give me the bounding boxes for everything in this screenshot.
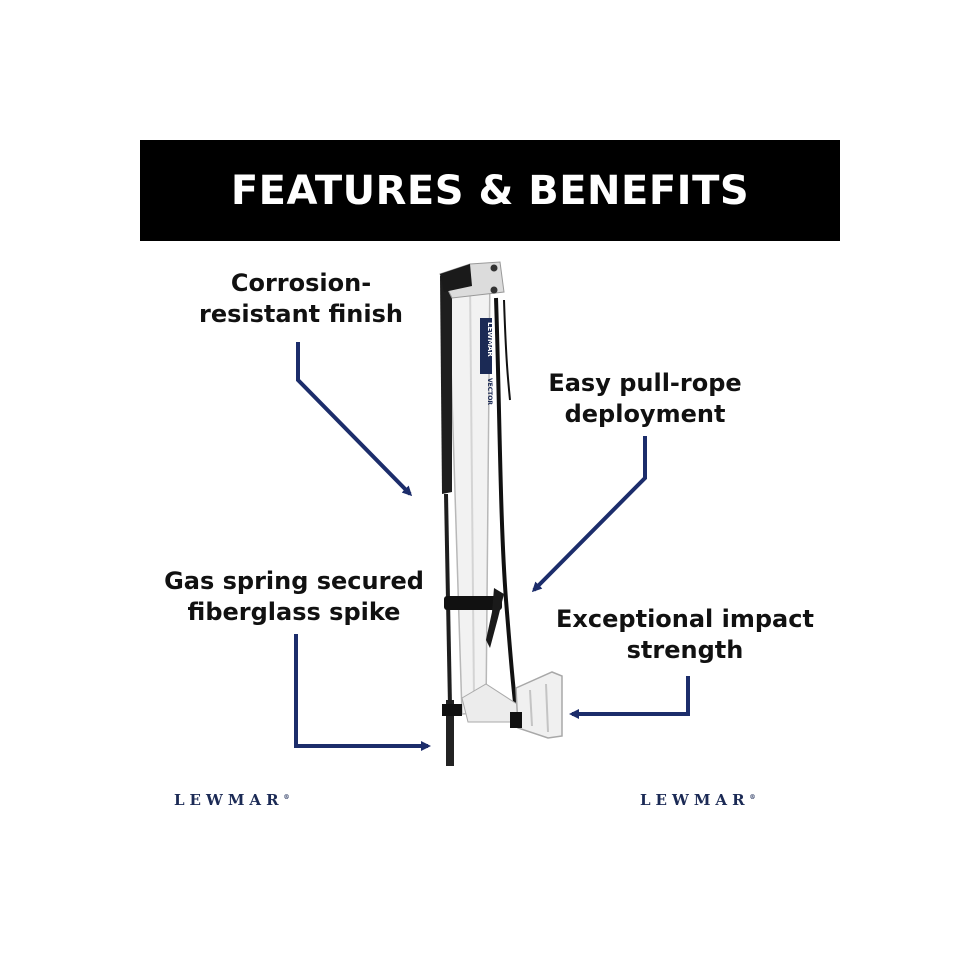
- clamp-band: [444, 596, 502, 610]
- feature-line: Corrosion-: [230, 269, 372, 297]
- lewmar-plate: [480, 318, 492, 374]
- pull-rope: [494, 297, 520, 727]
- feature-line: Exceptional impact: [556, 605, 814, 633]
- feature-line: strength: [626, 636, 744, 664]
- feature-label-pull-rope: Easy pull-rope deployment: [532, 368, 758, 430]
- mount-bracket: [515, 671, 563, 739]
- banner-title: FEATURES & BENEFITS: [230, 167, 750, 214]
- pole-model-mark: VECTOR: [486, 378, 493, 405]
- feature-line: Easy pull-rope: [548, 369, 742, 397]
- arrow-corrosion: [296, 342, 413, 497]
- logo-text: LEWMAR: [174, 791, 284, 809]
- arrow-pull-rope: [531, 436, 647, 593]
- feature-line: fiberglass spike: [187, 598, 401, 626]
- arrow-impact: [569, 676, 690, 719]
- feature-line: resistant finish: [199, 300, 403, 328]
- feature-line: Gas spring secured: [164, 567, 424, 595]
- lewmar-logo-left: LEWMAR®: [174, 791, 290, 809]
- lewmar-logo-right: LEWMAR®: [640, 791, 756, 809]
- feature-line: deployment: [564, 400, 726, 428]
- gas-spring: [440, 272, 452, 494]
- logo-text: LEWMAR: [640, 791, 750, 809]
- features-banner: FEATURES & BENEFITS: [140, 140, 840, 241]
- fiberglass-spike: [446, 700, 454, 766]
- feature-label-corrosion: Corrosion- resistant finish: [196, 268, 406, 330]
- arrow-gas-spring: [294, 634, 431, 751]
- pole-brand-mark: LEWMAR: [486, 322, 494, 357]
- feature-label-gas-spring: Gas spring secured fiberglass spike: [158, 566, 430, 628]
- feature-label-impact: Exceptional impact strength: [554, 604, 816, 666]
